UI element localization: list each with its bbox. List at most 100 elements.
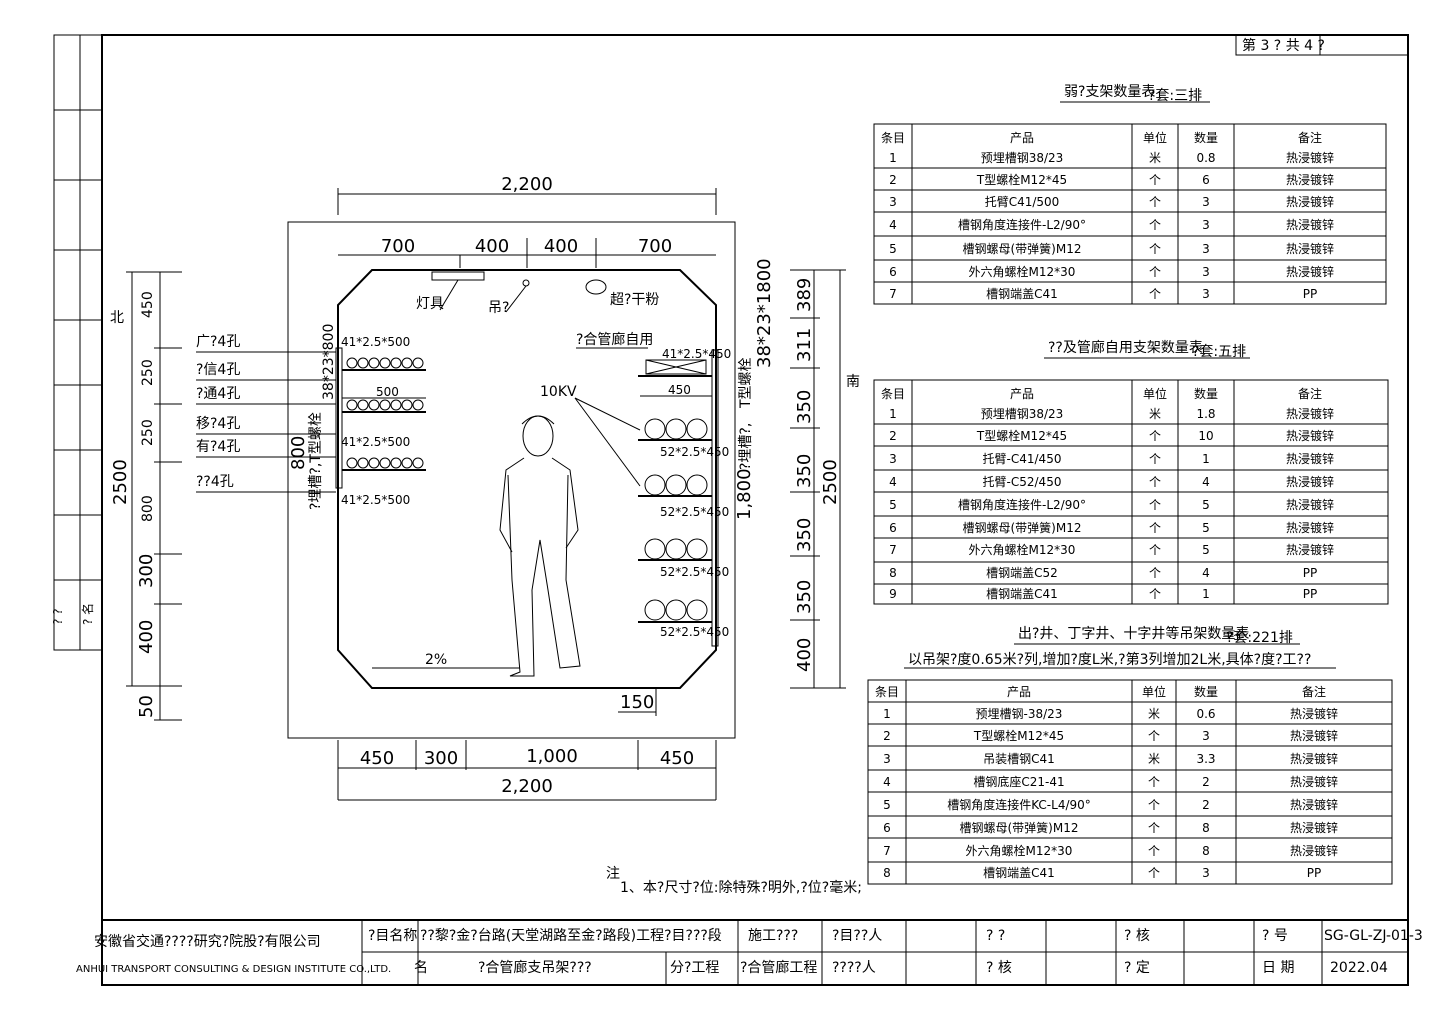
t2-r3-c2: 个 <box>1149 475 1161 489</box>
right-bar-label-3: 52*2.5*450 <box>660 505 729 519</box>
right-bar-label-5: 52*2.5*450 <box>660 625 729 639</box>
t2-r8-c0: 9 <box>889 587 897 601</box>
col-c2: 日 期 <box>1262 960 1294 976</box>
t1-r0-c0: 1 <box>889 151 897 165</box>
t1-r6-c2: 个 <box>1149 287 1161 301</box>
t3-r3-c1: 槽钢底座C21-41 <box>973 774 1064 789</box>
t1-r1-c2: 个 <box>1149 173 1161 187</box>
t2-r4-c4: 热浸镀锌 <box>1286 498 1334 512</box>
t2-r6-c0: 7 <box>889 543 897 557</box>
left-dim-6: 400 <box>136 620 157 654</box>
t3-r6-c1: 外六角螺栓M12*30 <box>966 843 1073 858</box>
right-dim-6: 350 <box>794 580 815 614</box>
right-tray-width: 450 <box>668 383 691 397</box>
table2-title: ??及管廊自用支架数量表 <box>1048 339 1203 356</box>
t2-r0-c2: 米 <box>1149 407 1161 421</box>
bottom-dim-3: 1,000 <box>526 746 578 767</box>
right-tray-4 <box>638 538 712 561</box>
t3-r4-c2: 个 <box>1148 798 1160 812</box>
t2-r2-c4: 热浸镀锌 <box>1286 452 1334 466</box>
bottom-dim-1: 450 <box>360 748 394 769</box>
t1-r0-c1: 预埋槽钢38/23 <box>981 151 1064 165</box>
right-bar-label-4: 52*2.5*450 <box>660 565 729 579</box>
t2-r6-c4: 热浸镀锌 <box>1286 543 1334 557</box>
right-dim-5: 350 <box>794 518 815 552</box>
gallery-use-label: ?合管廊自用 <box>576 331 653 348</box>
t3-r5-c3: 8 <box>1202 821 1210 835</box>
stage: 施工??? <box>748 928 798 944</box>
col-b1: ? 核 <box>1124 928 1150 944</box>
t2-r8-c3: 1 <box>1202 587 1210 601</box>
t1-r5-c3: 3 <box>1202 265 1210 279</box>
company-en: ANHUI TRANSPORT CONSULTING & DESIGN INST… <box>76 964 391 975</box>
t1-r0-c3: 0.8 <box>1196 151 1215 165</box>
pro-resp: ????人 <box>832 960 876 976</box>
right-channel <box>711 349 719 647</box>
t1-r3-c2: 个 <box>1149 218 1161 232</box>
table3-title: 出?井、丁字井、十字井等吊架数量表 <box>1018 625 1249 642</box>
hook <box>522 279 530 287</box>
t3-r5-c1: 槽钢螺母(带弹簧)M12 <box>960 820 1079 835</box>
col-b2: ? 定 <box>1124 960 1150 976</box>
table3-suffix: ?套:221排 <box>1226 630 1293 646</box>
left-channel-spec: 38*23*800 <box>321 324 337 400</box>
t3-r1-c3: 3 <box>1202 729 1210 743</box>
left-dim-3: 250 <box>140 419 156 446</box>
t1-r4-c3: 3 <box>1202 242 1210 256</box>
t2-r2-c0: 3 <box>889 452 897 466</box>
left-tray-1 <box>342 357 426 371</box>
t1-h0: 条目 <box>881 131 905 145</box>
t2-r8-c1: 槽钢端盖C41 <box>986 587 1058 601</box>
notes-head: 注 <box>606 866 620 882</box>
t1-r4-c0: 5 <box>889 242 897 256</box>
title-block: 安徽省交通????研究?院股?有限公司 ANHUI TRANSPORT CONS… <box>76 919 1423 985</box>
left-bar-label-1: 41*2.5*500 <box>341 335 410 349</box>
t3-r1-c4: 热浸镀锌 <box>1290 729 1338 743</box>
t1-r5-c0: 6 <box>889 265 897 279</box>
left-label-1: 广?4孔 <box>196 334 240 350</box>
t3-r7-c1: 槽钢端盖C41 <box>983 866 1055 880</box>
t2-r1-c1: T型螺栓M12*45 <box>976 428 1067 443</box>
slope-label: 2% <box>425 652 447 668</box>
t1-r1-c4: 热浸镀锌 <box>1286 173 1334 187</box>
t2-r1-c4: 热浸镀锌 <box>1286 429 1334 443</box>
person-figure <box>499 415 581 677</box>
t3-r7-c2: 个 <box>1148 866 1160 880</box>
outer-wall <box>287 221 736 739</box>
right-tray-5 <box>638 599 712 623</box>
t3-r0-c0: 1 <box>883 707 891 721</box>
left-label-2: ?信4孔 <box>196 362 240 378</box>
t2-r5-c1: 槽钢螺母(带弹簧)M12 <box>963 520 1082 535</box>
t1-r3-c4: 热浸镀锌 <box>1286 218 1334 232</box>
t2-r7-c3: 4 <box>1202 566 1210 580</box>
t3-r0-c3: 0.6 <box>1196 707 1215 721</box>
t3-r2-c0: 3 <box>883 752 891 766</box>
t2-r5-c3: 5 <box>1202 521 1210 535</box>
t3-r2-c3: 3.3 <box>1196 752 1215 766</box>
left-bar-label-2: 41*2.5*500 <box>341 435 410 449</box>
right-channel-spec: 38*23*1800 <box>754 258 775 368</box>
right-tray-1 <box>638 359 712 377</box>
t3-r6-c2: 个 <box>1148 844 1160 858</box>
t1-r6-c4: PP <box>1303 287 1317 301</box>
t2-r2-c3: 1 <box>1202 452 1210 466</box>
t1-r2-c2: 个 <box>1149 195 1161 209</box>
t2-r6-c2: 个 <box>1149 543 1161 557</box>
t2-r4-c3: 5 <box>1202 498 1210 512</box>
sub-label: 分?工程 <box>670 960 719 976</box>
t2-r1-c0: 2 <box>889 429 897 443</box>
t1-r3-c0: 4 <box>889 218 897 232</box>
t3-h1: 产品 <box>1007 685 1031 699</box>
t1-r5-c4: 热浸镀锌 <box>1286 265 1334 279</box>
t3-r7-c0: 8 <box>883 866 891 880</box>
t2-r3-c3: 4 <box>1202 475 1210 489</box>
t2-r8-c2: 个 <box>1149 587 1161 601</box>
top-dim-4: 700 <box>638 236 672 257</box>
t2-h4: 备注 <box>1298 386 1322 401</box>
t3-r4-c0: 5 <box>883 798 891 812</box>
t2-r3-c0: 4 <box>889 475 897 489</box>
t3-r7-c3: 3 <box>1202 866 1210 880</box>
dryer-label: 超?干粉 <box>610 292 659 308</box>
t1-r5-c1: 外六角螺栓M12*30 <box>969 264 1076 279</box>
